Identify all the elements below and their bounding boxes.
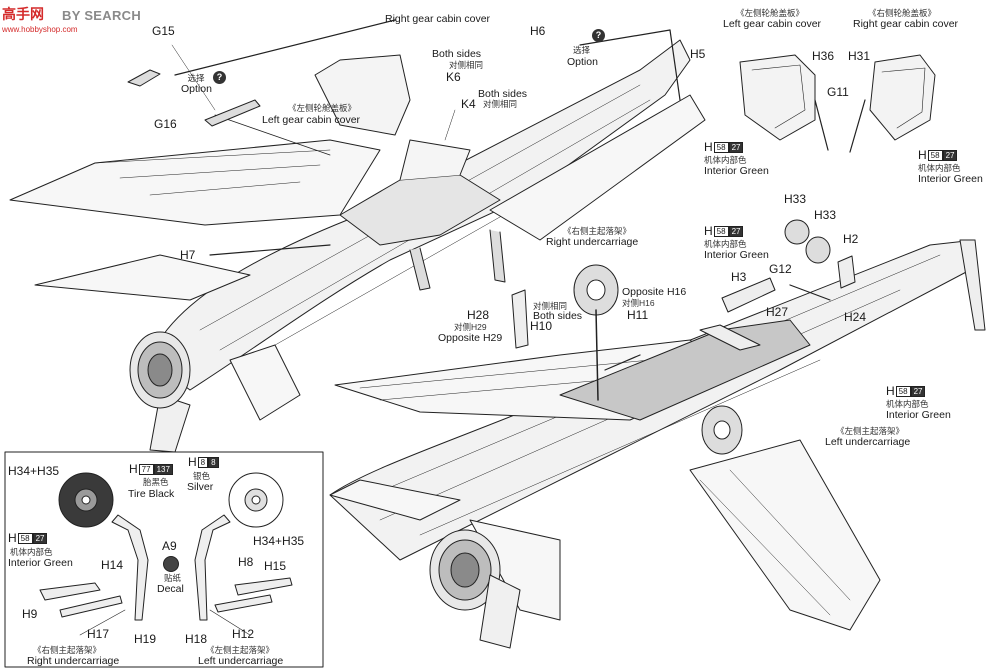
option-left-en: Option xyxy=(181,83,212,95)
silver-en: Silver xyxy=(187,481,214,493)
opposite-h29-en: Opposite H29 xyxy=(438,332,503,344)
both-sides-k6-en: Both sides xyxy=(432,48,482,60)
part-h34-h35-left: H34+H35 xyxy=(8,464,60,478)
part-h3: H3 xyxy=(731,270,747,284)
logo-domain: www.hobbyshop.com xyxy=(2,25,78,34)
bottom-right-undercarriage-en: Right undercarriage xyxy=(27,655,120,667)
paint-chip-interior-green-5: H 58 27 xyxy=(8,532,48,544)
left-undercarriage-main-zh: 《左侧主起落架》 xyxy=(836,426,905,436)
part-h2: H2 xyxy=(843,232,859,246)
both-sides-k4-zh: 对侧相同 xyxy=(483,99,518,109)
option-question-icon: ? xyxy=(592,29,605,42)
paint-chip-interior-green-3: H 58 27 xyxy=(704,225,744,237)
part-h33-a: H33 xyxy=(784,192,807,206)
part-h8: H8 xyxy=(238,555,254,569)
option-question-icon: ? xyxy=(213,71,226,84)
part-h34-h35-right: H34+H35 xyxy=(253,534,305,548)
part-h10: H10 xyxy=(530,319,553,333)
part-h33-b: H33 xyxy=(814,208,837,222)
both-sides-k4-en: Both sides xyxy=(478,88,528,100)
part-h19: H19 xyxy=(134,632,157,646)
part-h18: H18 xyxy=(185,632,208,646)
part-h24: H24 xyxy=(844,310,867,324)
part-k6: K6 xyxy=(446,70,461,84)
part-k4: K4 xyxy=(461,97,476,111)
part-h5: H5 xyxy=(690,47,706,61)
paint-chip-interior-green-4: H 58 27 xyxy=(886,385,926,397)
part-g16: G16 xyxy=(154,117,177,131)
interior-green-2-zh: 机体内部色 xyxy=(918,163,961,173)
upper-aircraft xyxy=(9,19,706,453)
decal-zh: 贴纸 xyxy=(164,573,182,583)
logo-text: 高手网 xyxy=(2,6,44,22)
inset-left-cover-zh: 《左侧轮舱盖板》 xyxy=(736,8,805,18)
both-sides-k6-zh: 对侧相同 xyxy=(449,60,484,70)
part-h15: H15 xyxy=(264,559,287,573)
inset-right-cover-en: Right gear cabin cover xyxy=(853,18,959,30)
interior-green-3-en: Interior Green xyxy=(704,249,769,261)
gear-cabin-inset xyxy=(739,54,936,153)
part-h36: H36 xyxy=(812,49,835,63)
part-g11: G11 xyxy=(827,85,849,99)
both-sides-h10-zh: 对侧相同 xyxy=(533,301,568,311)
left-gear-cabin-cover-en: Left gear cabin cover xyxy=(262,114,361,126)
part-h31: H31 xyxy=(848,49,871,63)
part-h14: H14 xyxy=(101,558,124,572)
part-h12: H12 xyxy=(232,627,255,641)
part-h7: H7 xyxy=(180,248,196,262)
interior-green-3-zh: 机体内部色 xyxy=(704,239,747,249)
lower-aircraft xyxy=(329,219,986,649)
right-undercarriage-main-en: Right undercarriage xyxy=(546,236,639,248)
part-h28: H28 xyxy=(467,308,490,322)
inset-right-cover-zh: 《右侧轮舱盖板》 xyxy=(868,8,937,18)
left-undercarriage-main-en: Left undercarriage xyxy=(825,436,911,448)
both-sides-h10-en: Both sides xyxy=(533,310,583,322)
paint-chip-interior-green-1: H 58 27 xyxy=(704,141,744,153)
bottom-left-undercarriage-en: Left undercarriage xyxy=(198,655,284,667)
paint-chip-interior-green-2: H 58 27 xyxy=(918,149,958,161)
part-a9: A9 xyxy=(162,539,177,553)
interior-green-5-zh: 机体内部色 xyxy=(10,547,53,557)
interior-green-1-en: Interior Green xyxy=(704,165,769,177)
tire-black-zh: 胎黑色 xyxy=(143,477,169,487)
bottom-left-undercarriage-zh: 《左侧主起落架》 xyxy=(206,645,275,655)
part-g15: G15 xyxy=(152,24,175,38)
bottom-right-undercarriage-zh: 《右侧主起落架》 xyxy=(33,645,102,655)
option-left-zh: 选择 xyxy=(187,73,205,83)
part-h6: H6 xyxy=(530,24,546,38)
watermark-text: BY SEARCH xyxy=(62,8,142,23)
part-g12: G12 xyxy=(769,262,792,276)
opposite-h29-zh: 对侧H29 xyxy=(454,322,487,332)
paint-chip-silver: H 8 8 xyxy=(188,456,219,468)
interior-green-4-en: Interior Green xyxy=(886,409,951,421)
left-gear-cabin-cover-zh: 《左侧轮舱盖板》 xyxy=(288,103,357,113)
silver-zh: 银色 xyxy=(193,471,211,481)
site-logo: 高手网 www.hobbyshop.com BY SEARCH xyxy=(2,4,162,40)
tire-black-en: Tire Black xyxy=(128,488,175,500)
decal-en: Decal xyxy=(157,583,184,595)
interior-green-1-zh: 机体内部色 xyxy=(704,155,747,165)
interior-green-5-en: Interior Green xyxy=(8,557,73,569)
part-h11: H11 xyxy=(627,308,649,322)
label-right-gear-cabin-cover: Right gear cabin cover xyxy=(385,13,491,25)
option-right-en: Option xyxy=(567,56,598,68)
part-h17: H17 xyxy=(87,627,110,641)
option-right-zh: 选择 xyxy=(573,45,591,55)
inset-left-cover-en: Left gear cabin cover xyxy=(723,18,822,30)
paint-chip-tire-black: H 77 137 xyxy=(129,463,173,475)
opposite-h16-zh: 对侧H16 xyxy=(622,298,655,308)
interior-green-4-zh: 机体内部色 xyxy=(886,399,929,409)
decal-icon xyxy=(163,556,179,572)
interior-green-2-en: Interior Green xyxy=(918,173,983,185)
part-h27: H27 xyxy=(766,305,789,319)
opposite-h16-en: Opposite H16 xyxy=(622,286,687,298)
part-h9: H9 xyxy=(22,607,38,621)
right-undercarriage-main-zh: 《右侧主起落架》 xyxy=(563,226,632,236)
